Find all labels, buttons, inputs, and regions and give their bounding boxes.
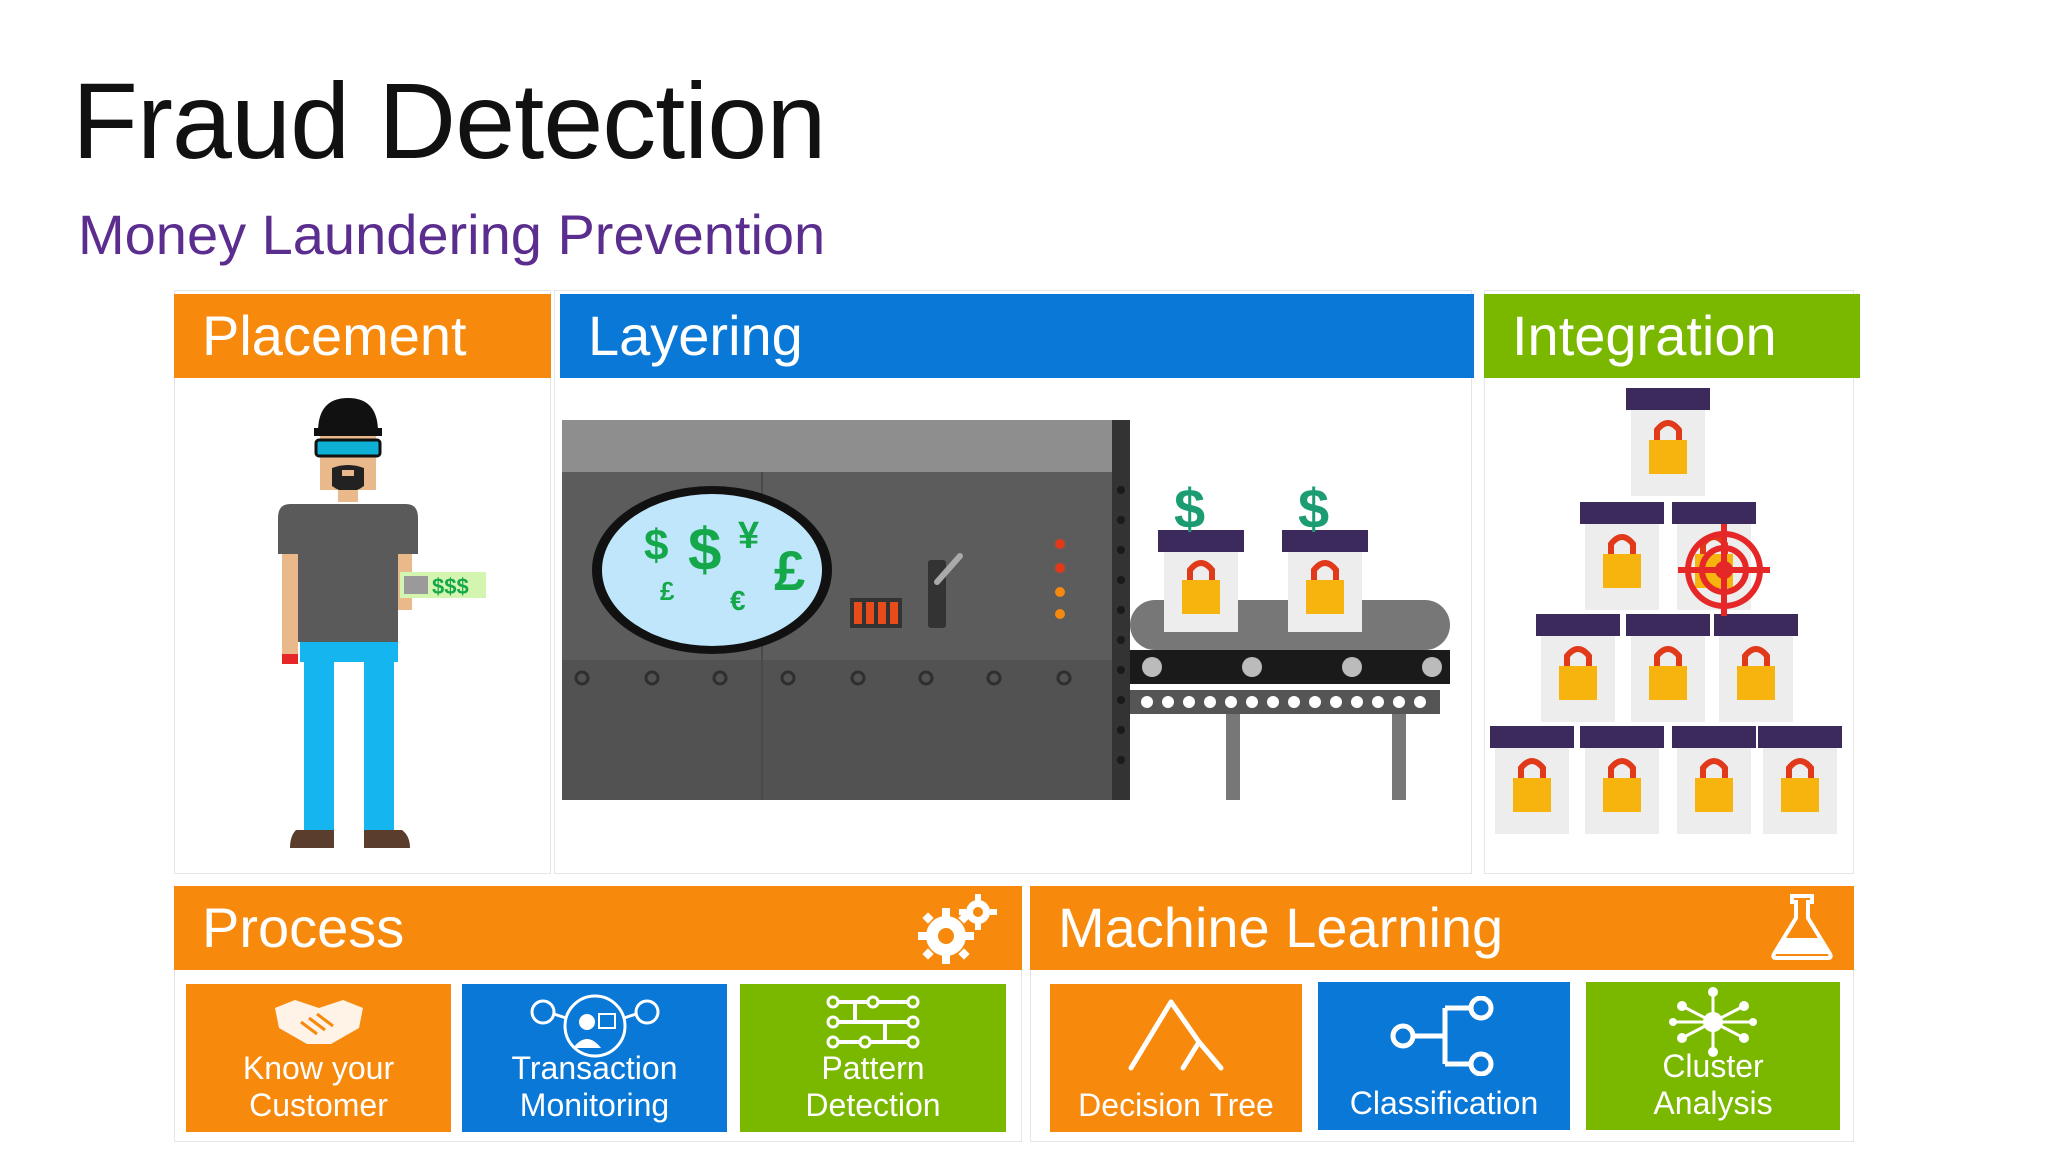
man-with-cash-illustration: $$$ xyxy=(278,398,486,848)
bin-dollar-2: $ xyxy=(1298,477,1329,540)
currency-pound-large: £ xyxy=(774,539,805,602)
classification-label: Classification xyxy=(1349,1085,1539,1122)
handshake-icon xyxy=(274,1000,363,1044)
currency-yen: ¥ xyxy=(738,515,759,557)
gears-icon xyxy=(918,894,997,964)
layering-header: Layering xyxy=(560,294,1474,378)
decision-tree-tile[interactable]: Decision Tree xyxy=(1050,984,1302,1132)
transaction-monitoring-tile[interactable]: Transaction Monitoring xyxy=(462,984,727,1132)
transaction-monitoring-label-line2: Monitoring xyxy=(519,1087,670,1124)
pattern-detection-label-line2: Detection xyxy=(805,1087,941,1124)
integration-title: Integration xyxy=(1512,304,1777,367)
layering-title: Layering xyxy=(588,304,803,367)
cluster-icon xyxy=(1669,987,1757,1057)
currency-pound-small: £ xyxy=(660,576,675,606)
cluster-analysis-tile[interactable]: Cluster Analysis xyxy=(1586,982,1840,1130)
integration-header: Integration xyxy=(1484,294,1860,378)
currency-dollar-1: $ xyxy=(644,521,668,570)
page-subtitle: Money Laundering Prevention xyxy=(78,203,826,266)
cash-label: $$$ xyxy=(432,574,469,599)
placement-title: Placement xyxy=(202,304,467,367)
page-title: Fraud Detection xyxy=(72,60,826,181)
machine-learning-header: Machine Learning xyxy=(1030,886,1854,970)
know-your-customer-label-line2: Customer xyxy=(249,1087,388,1124)
currency-dollar-2: $ xyxy=(688,516,721,583)
classification-tile[interactable]: Classification xyxy=(1318,982,1570,1130)
locked-bins-pyramid-illustration xyxy=(1488,386,1850,846)
process-title: Process xyxy=(202,896,405,959)
cluster-analysis-label-line1: Cluster xyxy=(1662,1048,1764,1085)
know-your-customer-tile[interactable]: Know your Customer xyxy=(186,984,451,1132)
decision-tree-label: Decision Tree xyxy=(1078,1087,1274,1124)
pattern-detection-tile[interactable]: Pattern Detection xyxy=(740,984,1006,1132)
monitoring-icon xyxy=(530,994,659,1058)
tree-icon xyxy=(1128,999,1224,1071)
cluster-analysis-label-line2: Analysis xyxy=(1653,1085,1773,1122)
machine-learning-title: Machine Learning xyxy=(1058,896,1504,959)
laundering-machine-illustration: $ $ ¥ £ £ € $ $ xyxy=(562,420,1450,800)
transaction-monitoring-label-line1: Transaction xyxy=(511,1050,678,1087)
circuit-icon xyxy=(826,995,920,1049)
process-header: Process xyxy=(174,886,1022,970)
flask-icon xyxy=(1771,894,1833,960)
bin-dollar-1: $ xyxy=(1174,477,1205,540)
placement-header: Placement xyxy=(174,294,551,378)
pattern-detection-label-line1: Pattern xyxy=(821,1050,925,1087)
currency-euro: € xyxy=(730,585,746,616)
classification-icon xyxy=(1390,996,1494,1076)
know-your-customer-label-line1: Know your xyxy=(242,1050,395,1087)
